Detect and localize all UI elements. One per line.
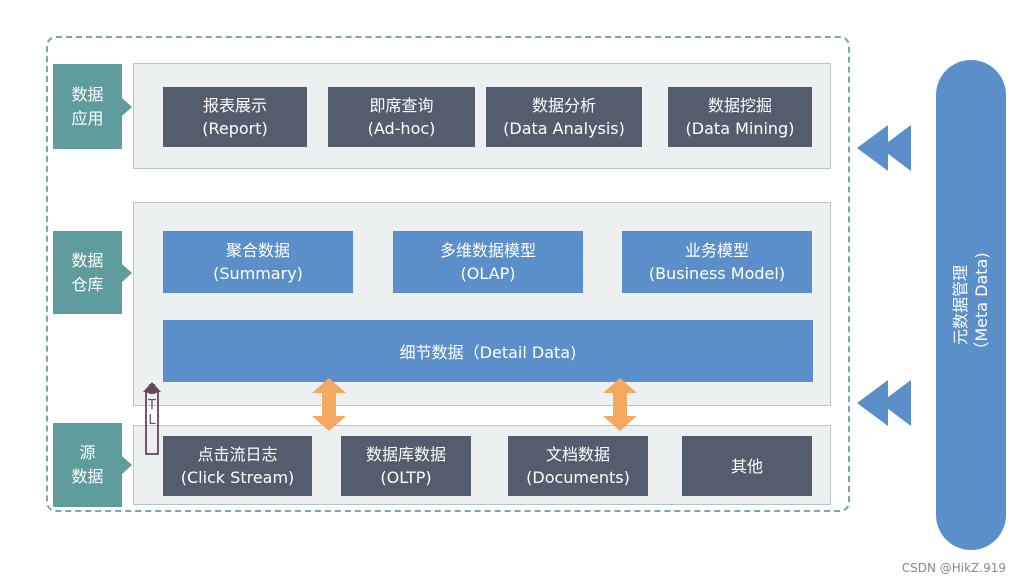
documents-box-en: (Documents): [526, 468, 630, 487]
click-stream-box-en: (Click Stream): [180, 468, 295, 487]
etl-label: E T L: [147, 383, 157, 455]
data-mining-box-cn: 数据挖掘: [707, 96, 772, 115]
double-chevron-lower: [857, 380, 911, 426]
metadata-pill: 元数据管理 （Meta Data): [936, 60, 1006, 550]
bidirectional-arrow-right: [603, 378, 637, 431]
layer-tag-warehouse-label: 数据 仓库: [71, 250, 104, 294]
watermark: CSDN @HikZ.919: [901, 561, 1006, 575]
summary-box: 聚合数据 (Summary): [163, 231, 353, 293]
other-box-cn: 其他: [730, 456, 763, 476]
metadata-label-cn: 元数据管理: [951, 264, 970, 346]
detail-data-bar: 细节数据（Detail Data): [163, 320, 813, 382]
data-analysis-box-en: (Data Analysis): [503, 119, 625, 138]
click-stream-box: 点击流日志 (Click Stream): [163, 436, 312, 496]
layer-tag-application: 数据 应用: [53, 64, 132, 149]
adhoc-box-cn: 即席查询: [369, 96, 434, 115]
documents-box: 文档数据 (Documents): [508, 436, 648, 496]
etl-letter-t: T: [148, 398, 156, 413]
layer-tag-application-label: 数据 应用: [71, 84, 104, 128]
data-mining-box: 数据挖掘 (Data Mining): [668, 87, 812, 147]
etl-letter-l: L: [148, 413, 156, 428]
oltp-box-en: (OLTP): [380, 468, 432, 487]
layer-tag-source-label: 源 数据: [71, 443, 104, 486]
data-analysis-box: 数据分析 (Data Analysis): [486, 87, 642, 147]
adhoc-box-en: (Ad-hoc): [367, 119, 436, 138]
outer-dashed-frame: [46, 36, 850, 512]
olap-box: 多维数据模型 (OLAP): [393, 231, 583, 293]
other-box: 其他: [682, 436, 812, 496]
etl-arrow: [143, 382, 161, 455]
double-chevron-upper: [857, 125, 911, 171]
layer-tag-source: 源 数据: [53, 423, 132, 507]
detail-data-label: 细节数据（Detail Data): [399, 343, 577, 362]
data-mining-box-en: (Data Mining): [685, 119, 795, 138]
click-stream-box-cn: 点击流日志: [197, 445, 278, 464]
etl-letter-e: E: [147, 383, 157, 398]
business-model-box: 业务模型 (Business Model): [622, 231, 812, 293]
report-box: 报表展示 (Report): [163, 87, 307, 147]
summary-box-cn: 聚合数据: [225, 241, 290, 260]
summary-box-en: (Summary): [213, 264, 303, 283]
olap-box-en: (OLAP): [460, 264, 516, 283]
metadata-label-en: （Meta Data): [972, 252, 991, 358]
layer-tag-warehouse: 数据 仓库: [53, 231, 132, 314]
metadata-label: 元数据管理 （Meta Data): [950, 252, 992, 357]
data-analysis-box-cn: 数据分析: [531, 96, 596, 115]
business-model-box-en: (Business Model): [648, 264, 786, 283]
adhoc-box: 即席查询 (Ad-hoc): [328, 87, 475, 147]
report-box-en: (Report): [202, 119, 268, 138]
business-model-box-cn: 业务模型: [684, 241, 749, 260]
oltp-box: 数据库数据 (OLTP): [341, 436, 471, 496]
oltp-box-cn: 数据库数据: [365, 445, 446, 464]
olap-box-cn: 多维数据模型: [439, 241, 536, 260]
bidirectional-arrow-left: [312, 378, 346, 431]
report-box-cn: 报表展示: [202, 96, 267, 115]
documents-box-cn: 文档数据: [545, 445, 610, 464]
